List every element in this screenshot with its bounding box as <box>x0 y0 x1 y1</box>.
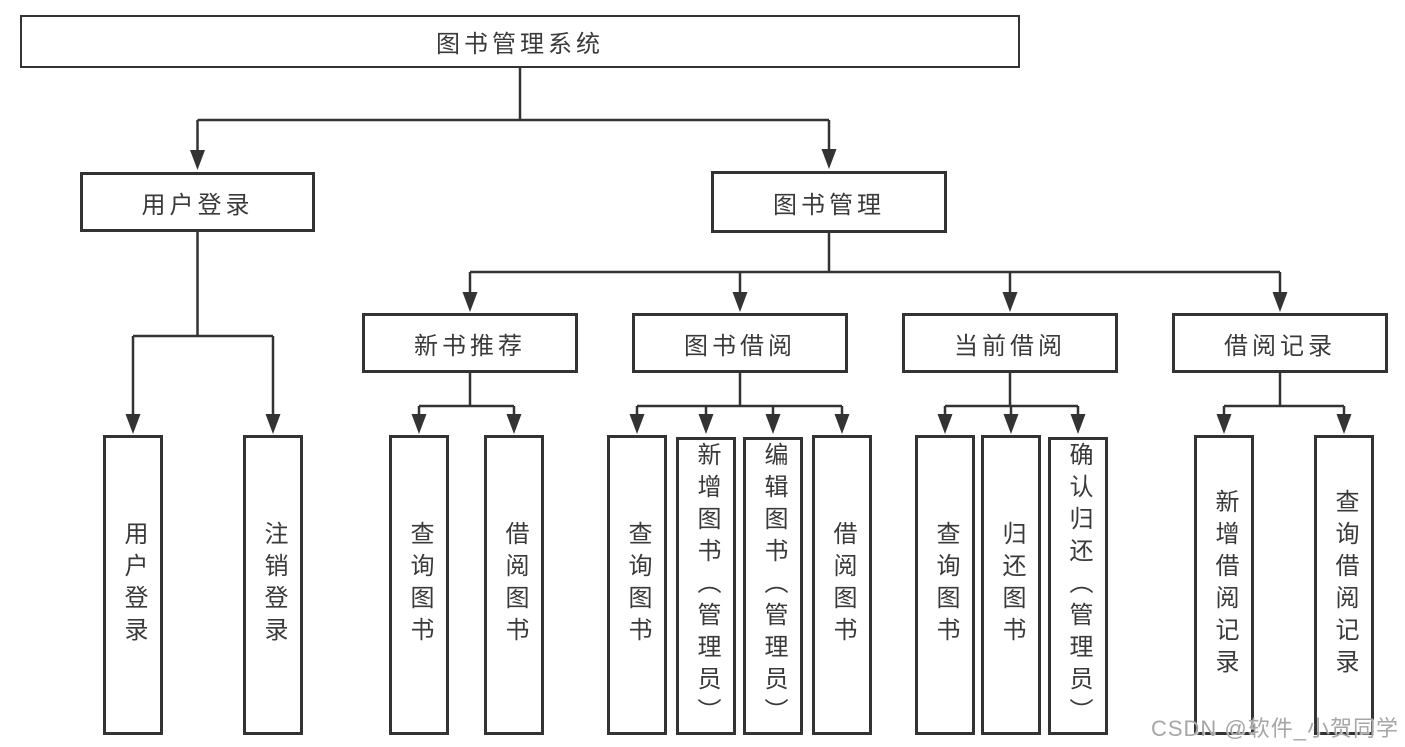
leaf-query-books-borrowing: 查询图书 <box>607 435 667 735</box>
arrowheads <box>125 149 1352 434</box>
node-label: 用户登录 <box>141 191 254 219</box>
node-label: 归还图书 <box>998 521 1025 649</box>
node-new-book-recommend: 新书推荐 <box>362 313 578 373</box>
leaf-return-books: 归还图书 <box>981 435 1041 735</box>
node-label: 查询借阅记录 <box>1331 489 1358 681</box>
node-label: 注销登录 <box>260 521 287 649</box>
node-borrowing-records: 借阅记录 <box>1172 313 1388 373</box>
node-label: 图书借阅 <box>684 332 796 360</box>
node-label: 确认归还（管理员） <box>1065 442 1092 730</box>
node-label: 编辑图书（管理员） <box>760 442 787 730</box>
node-label: 新增借阅记录 <box>1211 489 1238 681</box>
node-book-borrowing: 图书借阅 <box>632 313 848 373</box>
node-label: 图书管理系统 <box>436 31 604 58</box>
node-book-management: 图书管理 <box>711 171 947 233</box>
node-label: 借阅记录 <box>1224 332 1336 360</box>
node-label: 借阅图书 <box>501 521 528 649</box>
leaf-borrow-books: 借阅图书 <box>812 435 872 735</box>
node-label: 用户登录 <box>120 521 147 649</box>
leaf-query-books-recommend: 查询图书 <box>389 435 449 735</box>
node-current-borrowing: 当前借阅 <box>902 313 1118 373</box>
node-label: 当前借阅 <box>954 332 1066 360</box>
leaf-logout-login: 注销登录 <box>243 435 303 735</box>
node-label: 图书管理 <box>773 191 885 219</box>
node-user-login: 用户登录 <box>80 172 315 232</box>
leaf-add-borrow-record: 新增借阅记录 <box>1194 435 1254 735</box>
leaf-query-borrow-record: 查询借阅记录 <box>1314 435 1374 735</box>
leaf-borrow-books-recommend: 借阅图书 <box>484 435 544 735</box>
leaf-confirm-return-admin: 确认归还（管理员） <box>1048 437 1108 735</box>
node-label: 新增图书（管理员） <box>693 442 720 730</box>
leaf-edit-books-admin: 编辑图书（管理员） <box>743 437 803 735</box>
node-library-management-system: 图书管理系统 <box>20 15 1020 68</box>
leaf-add-books-admin: 新增图书（管理员） <box>676 437 736 735</box>
csdn-watermark: CSDN @软件_小贺同学 <box>1150 716 1399 741</box>
node-label: 查询图书 <box>932 521 959 649</box>
node-label: 查询图书 <box>406 521 433 649</box>
leaf-query-books-current: 查询图书 <box>915 435 975 735</box>
leaf-user-login: 用户登录 <box>103 435 163 735</box>
node-label: 新书推荐 <box>414 332 526 360</box>
node-label: 借阅图书 <box>829 521 856 649</box>
node-label: 查询图书 <box>624 521 651 649</box>
